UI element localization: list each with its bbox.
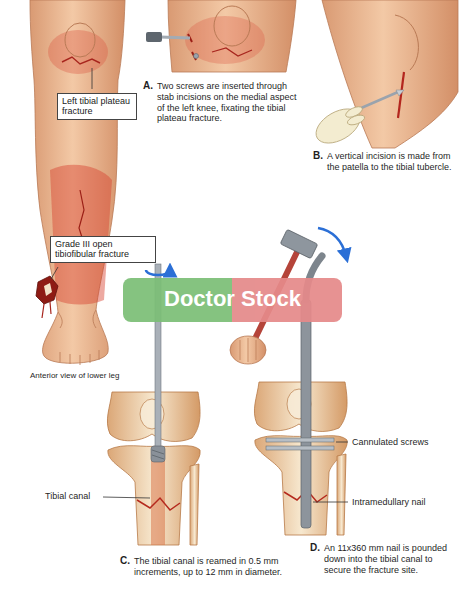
leader-line [336,442,348,443]
intramedullary-nail [266,446,334,450]
step-letter: A. [143,80,159,92]
leader-line [92,68,93,89]
knee-closeup [168,0,296,72]
hammer [318,228,346,256]
leg-illustration [44,283,52,296]
leg-illustration [50,165,112,305]
reamer [152,450,164,459]
leader-line [313,442,348,502]
gloved-hand [310,102,366,150]
callout-box: Left tibial plateau fracture [57,93,137,120]
leg-illustration [62,57,100,64]
knee-closeup [194,54,199,59]
step-caption: An 11x360 mm nail is pounded down into t… [324,543,456,575]
view-caption: Anterior view of lower leg [30,371,119,381]
intramedullary-nail [266,438,334,442]
watermark: Doctor Stock [123,288,342,310]
view-caption: Anterior view of lower leg [30,371,119,381]
knee-closeup [185,16,265,64]
hammer [280,229,318,258]
part-label: Cannulated screws [352,437,429,448]
step-letter: C. [120,555,136,567]
step-caption: A vertical incision is made from the pat… [327,151,455,173]
leg-illustration [58,310,96,328]
step-letter: D. [310,542,326,554]
watermark-band [123,278,342,322]
leg-illustration [65,23,95,57]
callout-box: Grade III open tibiofibular fracture [50,236,156,263]
step-caption: Two screws are inserted through stab inc… [157,81,302,124]
leg-illustration [30,0,125,365]
step-letter: B. [313,150,329,162]
knee-bones [137,498,180,510]
knee-closeup [212,48,252,56]
knee-bones [107,392,200,545]
step-caption: A vertical incision is made from the pat… [327,151,455,173]
knee-bones [107,392,200,545]
step-caption: The tibial canal is reamed in 0.5 mm inc… [134,556,284,578]
part-label: Tibial canal [45,491,90,502]
part-label: Intramedullary nail [352,497,426,508]
gloved-hand [310,90,404,150]
hammer [240,338,256,362]
callout-text: Left tibial plateau fracture [62,96,132,117]
leg-illustration [48,30,108,74]
knee-closeup [214,6,250,46]
step-caption: The tibial canal is reamed in 0.5 mm inc… [134,556,284,578]
watermark: Doctor Stock [123,288,342,310]
step-letter: B. [313,150,329,162]
step-caption: An 11x360 mm nail is pounded down into t… [324,543,456,575]
knee-closeup [146,32,162,42]
step-letter: A. [143,80,159,92]
leg-illustration [60,350,99,365]
leg-illustration [30,0,125,363]
leader-line [103,497,150,498]
step-caption: Two screws are inserted through stab inc… [157,81,302,124]
reamer [151,446,165,462]
callout-text: Grade III open tibiofibular fracture [55,239,151,260]
hammer [230,336,266,364]
knee-closeup [160,37,190,38]
part-label: Cannulated screws [352,437,429,448]
knee-closeup [146,0,296,72]
step-letter: D. [310,542,326,554]
gloved-hand [346,113,366,127]
intramedullary-nail [301,300,311,528]
leg-illustration [42,302,51,318]
leader-line [103,497,150,498]
part-label: Tibial canal [45,491,90,502]
leg-illustration [36,276,58,304]
step-letter: C. [120,555,136,567]
leader-line [313,502,348,503]
leader-line [51,267,58,279]
gloved-hand [396,90,404,96]
reamer [146,270,170,275]
part-label: Intramedullary nail [352,497,426,508]
knee-side-view [395,15,418,70]
